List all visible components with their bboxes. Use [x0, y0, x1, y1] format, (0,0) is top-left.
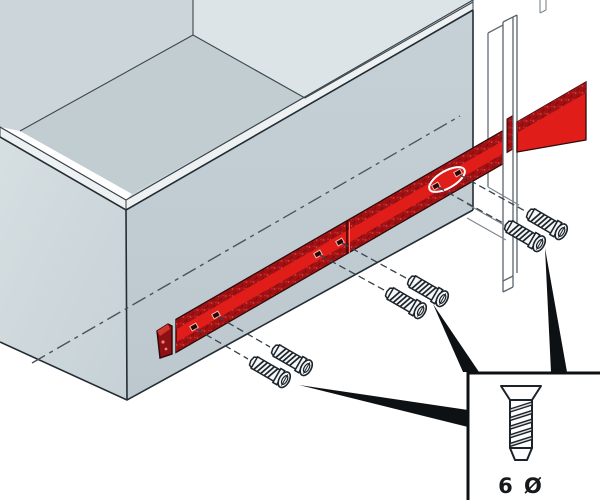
rail-top-band [176, 131, 503, 330]
drawer-slide-rail [156, 129, 504, 359]
euro-screw-detail [500, 385, 542, 461]
screw-diameter-label: 6 Ø [498, 474, 544, 498]
screw-threads [509, 401, 533, 448]
callout-line [433, 304, 479, 372]
drawer-box [0, 0, 475, 401]
drawer-interior-edges [0, 0, 474, 201]
rail-screw-holes [189, 168, 463, 332]
callout-line [299, 385, 468, 427]
drawer-interior-bottom [20, 35, 305, 194]
callout-lines [299, 248, 567, 427]
screw-detail-inset: 6 Ø [466, 371, 600, 500]
rail-back-section [516, 80, 587, 153]
screw-tip [509, 447, 533, 461]
rail-bottom-band [176, 153, 503, 352]
callout-line [545, 248, 567, 372]
drawer-outer-left-face [0, 137, 127, 400]
screw-leader-lines [195, 174, 526, 360]
cabinet-edge-top-slant [487, 24, 504, 34]
rail-end-cap [156, 323, 173, 359]
drawer-inner-back-left-wall [0, 0, 193, 131]
centerline-dash-dot [31, 115, 461, 364]
rail-gap-piece [506, 114, 514, 154]
drawer-edges [0, 9, 474, 401]
drawer-inner-back-right-wall [193, 0, 475, 98]
